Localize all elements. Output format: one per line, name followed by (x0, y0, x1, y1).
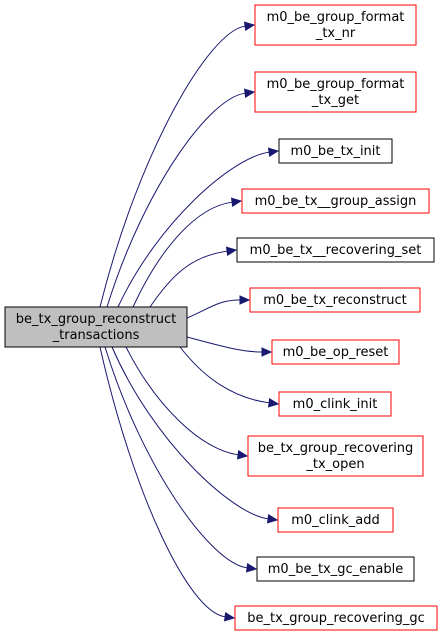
callee-node-box (278, 138, 393, 164)
callee-node-label: m0_be_tx__group_assign (255, 194, 417, 209)
callee-node-box (249, 287, 421, 313)
callee-node-box (277, 507, 394, 533)
callee-node-label: m0_be_group_format (267, 10, 405, 25)
arrowhead-icon (245, 563, 258, 573)
call-edge (179, 346, 270, 404)
callee-node-label: m0_be_group_format (267, 77, 405, 92)
callee-node-label: _tx_open (305, 457, 364, 472)
call-edge (99, 25, 246, 308)
callee-node-label: _tx_nr (315, 26, 356, 41)
callee-node-label: m0_be_op_reset (283, 345, 389, 360)
arrowhead-icon (236, 450, 249, 460)
source-function-node[interactable]: be_tx_group_reconstruct_transactions (4, 306, 188, 348)
callee-node[interactable]: m0_be_group_format_tx_nr (254, 4, 417, 46)
callee-node-label: m0_be_tx__recovering_set (250, 243, 422, 258)
call-edge (117, 151, 270, 308)
call-edge (149, 250, 228, 308)
callee-node[interactable]: be_tx_group_recovering_gc (234, 605, 438, 631)
callee-node-label: m0_clink_add (291, 513, 380, 528)
call-edge (186, 299, 241, 319)
callee-node-box (236, 237, 435, 263)
callee-node-label: m0_clink_init (293, 397, 378, 412)
call-edge (104, 346, 248, 569)
callee-node[interactable]: m0_be_tx_init (278, 138, 393, 164)
arrowhead-icon (243, 21, 256, 31)
arrowhead-icon (223, 612, 236, 622)
call-edges (99, 21, 280, 622)
source-function-node-label: _transactions (52, 328, 140, 343)
callee-node-box (256, 556, 415, 582)
call-edge (106, 92, 246, 308)
arrowhead-icon (225, 246, 238, 256)
callee-node[interactable]: m0_be_tx_reconstruct (249, 287, 421, 313)
callee-node-box (247, 435, 424, 477)
callee-node[interactable]: m0_be_tx_gc_enable (256, 556, 415, 582)
callee-node-label: m0_be_tx_init (290, 144, 380, 159)
call-edge (111, 346, 269, 520)
callee-node-label: be_tx_group_recovering_gc (247, 611, 425, 626)
callee-node[interactable]: m0_be_tx__recovering_set (236, 237, 435, 263)
call-edge (99, 346, 226, 618)
callee-node[interactable]: be_tx_group_recovering_tx_open (247, 435, 424, 477)
arrowhead-icon (230, 197, 243, 207)
callee-node-box (254, 71, 417, 113)
arrowhead-icon (267, 398, 280, 408)
callee-node-label: m0_be_tx_reconstruct (263, 293, 407, 308)
call-edge (132, 201, 233, 308)
source-function-node-label: be_tx_group_reconstruct (16, 312, 176, 327)
call-edge (186, 336, 263, 353)
callee-node-box (241, 188, 430, 214)
callee-node[interactable]: m0_clink_init (278, 391, 392, 417)
callee-node-box (254, 4, 417, 46)
callee-node-box (234, 605, 438, 631)
callee-node[interactable]: m0_be_op_reset (271, 339, 400, 365)
callee-node[interactable]: m0_be_group_format_tx_get (254, 71, 417, 113)
arrowhead-icon (243, 88, 256, 98)
arrowhead-icon (239, 295, 251, 305)
callee-node-box (278, 391, 392, 417)
call-edge (125, 346, 239, 456)
arrowhead-icon (267, 147, 280, 157)
callee-node-label: be_tx_group_recovering (258, 441, 414, 456)
callee-node-box (271, 339, 400, 365)
callee-node-label: m0_be_tx_gc_enable (268, 562, 403, 577)
callee-node[interactable]: m0_clink_add (277, 507, 394, 533)
source-function-node-box (4, 306, 188, 348)
call-nodes: be_tx_group_reconstruct_transactions m0_b… (4, 4, 438, 631)
arrowhead-icon (261, 347, 273, 357)
arrowhead-icon (266, 514, 279, 524)
callee-node[interactable]: m0_be_tx__group_assign (241, 188, 430, 214)
callee-node-label: _tx_get (311, 93, 359, 108)
